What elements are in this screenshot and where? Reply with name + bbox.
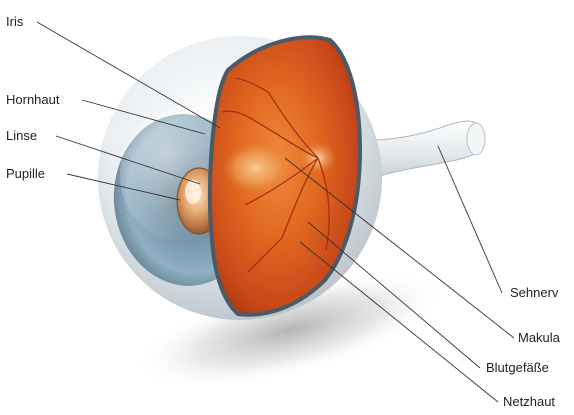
macula xyxy=(222,142,290,194)
label-pupille: Pupille xyxy=(6,166,45,181)
label-sehnerv: Sehnerv xyxy=(510,285,559,300)
label-iris: Iris xyxy=(6,14,24,29)
label-linse: Linse xyxy=(6,128,37,143)
label-blutgefaesse: Blutgefäße xyxy=(486,360,549,375)
optic-nerve-end xyxy=(467,123,485,155)
label-makula: Makula xyxy=(518,330,561,345)
label-hornhaut: Hornhaut xyxy=(6,92,60,107)
label-netzhaut: Netzhaut xyxy=(503,394,555,409)
